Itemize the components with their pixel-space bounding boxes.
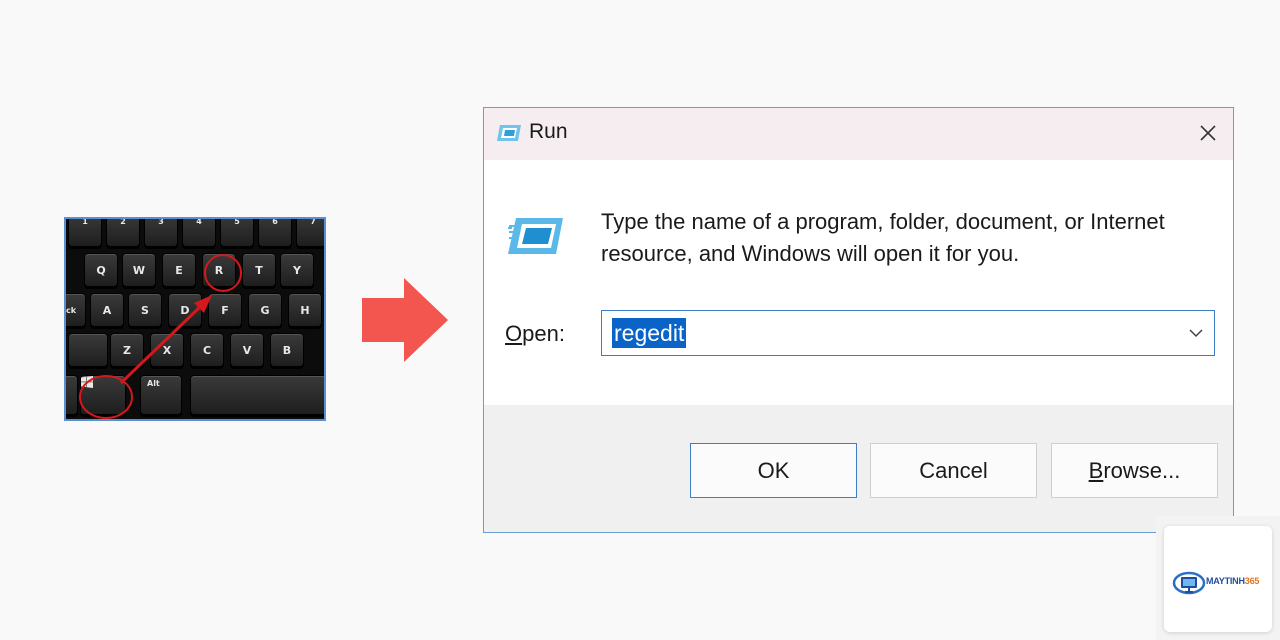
key-c: C <box>190 333 224 367</box>
key-1: 1 <box>68 219 102 247</box>
key-w: W <box>122 253 156 287</box>
key-y: Y <box>280 253 314 287</box>
keyboard-image: 1 2 3 4 5 6 7 Q W E R T Y ck A S D F G H… <box>64 217 326 421</box>
dialog-description: Type the name of a program, folder, docu… <box>601 209 1165 266</box>
key-b: B <box>270 333 304 367</box>
key-shift <box>68 333 108 367</box>
browse-label-rest: rowse... <box>1103 457 1181 483</box>
key-h: H <box>288 293 322 327</box>
open-label-mnemonic: O <box>505 321 523 346</box>
key-f: F <box>208 293 242 327</box>
highlight-annotation <box>79 254 242 419</box>
key-ctrl <box>66 375 78 415</box>
key-6: 6 <box>258 219 292 247</box>
run-program-icon <box>508 218 563 254</box>
run-dialog: Run Type the name of a program, folder, … <box>483 107 1234 533</box>
key-caps-edge: ck <box>66 293 86 327</box>
key-7: 7 <box>296 219 324 247</box>
brand-logo-icon <box>1172 571 1206 595</box>
run-icon <box>497 125 521 141</box>
key-g: G <box>248 293 282 327</box>
right-arrow-icon <box>362 278 448 362</box>
dialog-title: Run <box>529 120 568 143</box>
key-z: Z <box>110 333 144 367</box>
key-e: E <box>162 253 196 287</box>
key-4: 4 <box>182 219 216 247</box>
watermark: MAYTINH365 <box>1156 516 1280 640</box>
open-input-value[interactable]: regedit <box>612 318 687 348</box>
open-combobox[interactable]: regedit <box>601 310 1215 356</box>
key-space <box>190 375 324 415</box>
key-s: S <box>128 293 162 327</box>
close-icon <box>1200 125 1216 141</box>
chevron-down-icon[interactable] <box>1186 323 1206 343</box>
close-button[interactable] <box>1191 116 1225 150</box>
brand-name: MAYTINH365 <box>1206 576 1260 586</box>
watermark-card: MAYTINH365 <box>1164 526 1272 632</box>
browse-mnemonic: B <box>1088 457 1104 483</box>
cancel-button[interactable]: Cancel <box>870 443 1037 498</box>
key-alt: Alt <box>140 375 182 415</box>
ok-button[interactable]: OK <box>690 443 857 498</box>
open-label: Open: <box>505 321 565 347</box>
key-t: T <box>242 253 276 287</box>
key-2: 2 <box>106 219 140 247</box>
key-3: 3 <box>144 219 178 247</box>
key-5: 5 <box>220 219 254 247</box>
title-bar: Run <box>484 108 1233 160</box>
key-q: Q <box>84 253 118 287</box>
key-a: A <box>90 293 124 327</box>
open-label-rest: pen: <box>522 321 565 346</box>
key-v: V <box>230 333 264 367</box>
